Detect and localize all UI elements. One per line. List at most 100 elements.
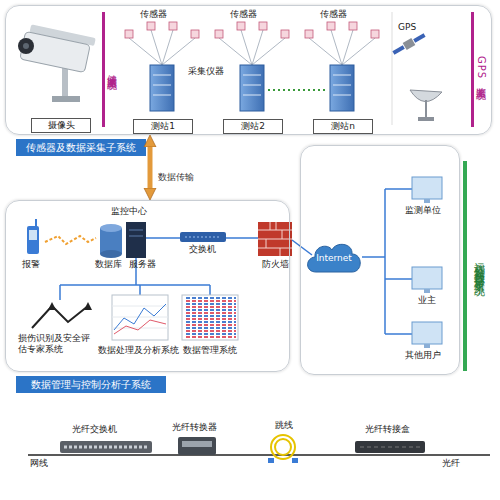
switch-ports [185, 237, 220, 238]
damage-curve [32, 306, 88, 328]
wireless-signal [45, 236, 96, 244]
cord-connector [268, 458, 274, 463]
cord-loop [271, 435, 295, 459]
server-slot [129, 236, 143, 237]
satellite-icon [391, 32, 426, 57]
sensor-wire [342, 30, 353, 65]
box-text: 测站2 [241, 120, 265, 133]
sensor-wire [309, 38, 342, 65]
grid-frame [182, 295, 238, 340]
analysis-chart-icon [112, 295, 168, 340]
cord-connector [292, 458, 298, 463]
firewall-wall [258, 222, 292, 256]
sensor-icon [349, 22, 357, 30]
computer-icon [412, 322, 442, 348]
bus-line [60, 284, 210, 286]
fiber-converter-icon [178, 437, 216, 455]
satellite-panel [413, 33, 425, 42]
user-network [362, 189, 412, 334]
cabinet-slot [333, 75, 351, 76]
collector-cabinet [150, 65, 174, 111]
box-text: 测站n [331, 120, 355, 133]
bus-line [209, 285, 211, 295]
cabinet-slot [333, 95, 351, 96]
part-label: 其他用户 [405, 350, 441, 361]
system-bus [60, 258, 210, 300]
cable-line [28, 454, 490, 456]
sensor-wire [151, 30, 162, 65]
network-wire [226, 237, 258, 239]
chart-line [114, 304, 166, 330]
subsystem-panel: 远程监控与数据分析子系统Internet [300, 145, 460, 375]
subsystem-panel: 传感器及数据采集子系统摄像头健康监测系统测站1测站2测站nGPS监测系统 [5, 5, 492, 135]
damage-icon [32, 302, 92, 328]
monitor-stand [424, 344, 430, 348]
part-label: 光纤交换机 [72, 424, 117, 435]
monitor [412, 177, 442, 199]
sensor-icon [237, 22, 245, 30]
sensor-icon [305, 30, 313, 38]
phone-screen [29, 230, 37, 240]
sensor-wire [252, 30, 263, 65]
station-box: 测站n [313, 119, 373, 134]
camera-icon [18, 24, 96, 102]
fiber-box-icon [355, 441, 425, 453]
bus-line [59, 285, 61, 300]
sensor-icon [125, 30, 133, 38]
subsystem-title: 传感器及数据采集子系统 [16, 139, 146, 156]
sensor-icon [281, 30, 289, 38]
satellite-body [403, 38, 416, 50]
computer-icon [412, 267, 442, 293]
internet-cloud: Internet [304, 238, 364, 278]
sensor-wire [342, 38, 375, 65]
part-label: 采集仪器 [188, 66, 224, 77]
sensor-icon [191, 30, 199, 38]
sensor-icons [125, 22, 379, 38]
part-label: GPS [398, 22, 416, 33]
subsystem-title: 数据管理与控制分析子系统 [16, 376, 166, 393]
panel-divider [392, 12, 393, 125]
monitor-stand [424, 199, 430, 203]
alarm-phone-icon [27, 219, 39, 254]
sensor-wire [331, 30, 342, 65]
database-icon [100, 224, 122, 258]
part-label: 服务器 [129, 259, 156, 270]
sensor-icon [215, 30, 223, 38]
sensor-icon [147, 22, 155, 30]
fiber-switch-icon [60, 441, 152, 453]
cord-loop [275, 439, 291, 455]
network-wire [384, 189, 386, 334]
data-arrow [148, 147, 153, 188]
camera-arm [62, 68, 68, 98]
sensor-icon [371, 30, 379, 38]
network-wire [146, 237, 180, 239]
monitor [412, 322, 442, 344]
part-label: 业主 [418, 295, 436, 306]
sensor-wire [162, 38, 195, 65]
subsystem-title: 远程监控与数据分析子系统 [463, 161, 490, 371]
fiber-switch-ports [64, 446, 148, 449]
dish-bowl [410, 90, 442, 102]
station-box: 测站2 [223, 119, 283, 134]
dish-stand [425, 100, 427, 118]
part-label: 光纤 [442, 458, 460, 469]
fiber-switch-body [60, 441, 152, 453]
fiber-box-ports [360, 447, 420, 448]
network-wire [385, 333, 412, 335]
sensor-wires [129, 30, 375, 65]
system-title: GPS监测系统 [474, 56, 488, 83]
database-top [100, 224, 122, 232]
part-label: 光纤转换器 [172, 422, 217, 433]
cloud-outline [308, 244, 361, 272]
part-label: 防火墙 [262, 259, 289, 270]
continuation-dots [268, 89, 327, 91]
edge-label: 数据传输 [158, 171, 194, 184]
part-label: 数据库 [95, 259, 122, 270]
part-label: 损伤识别及安全评估专家系统 [18, 333, 94, 355]
sensor-wire [129, 38, 162, 65]
converter-body [178, 437, 216, 455]
chart-frame [112, 295, 168, 340]
chart-line [114, 320, 166, 334]
part-label: 跳线 [275, 420, 293, 431]
